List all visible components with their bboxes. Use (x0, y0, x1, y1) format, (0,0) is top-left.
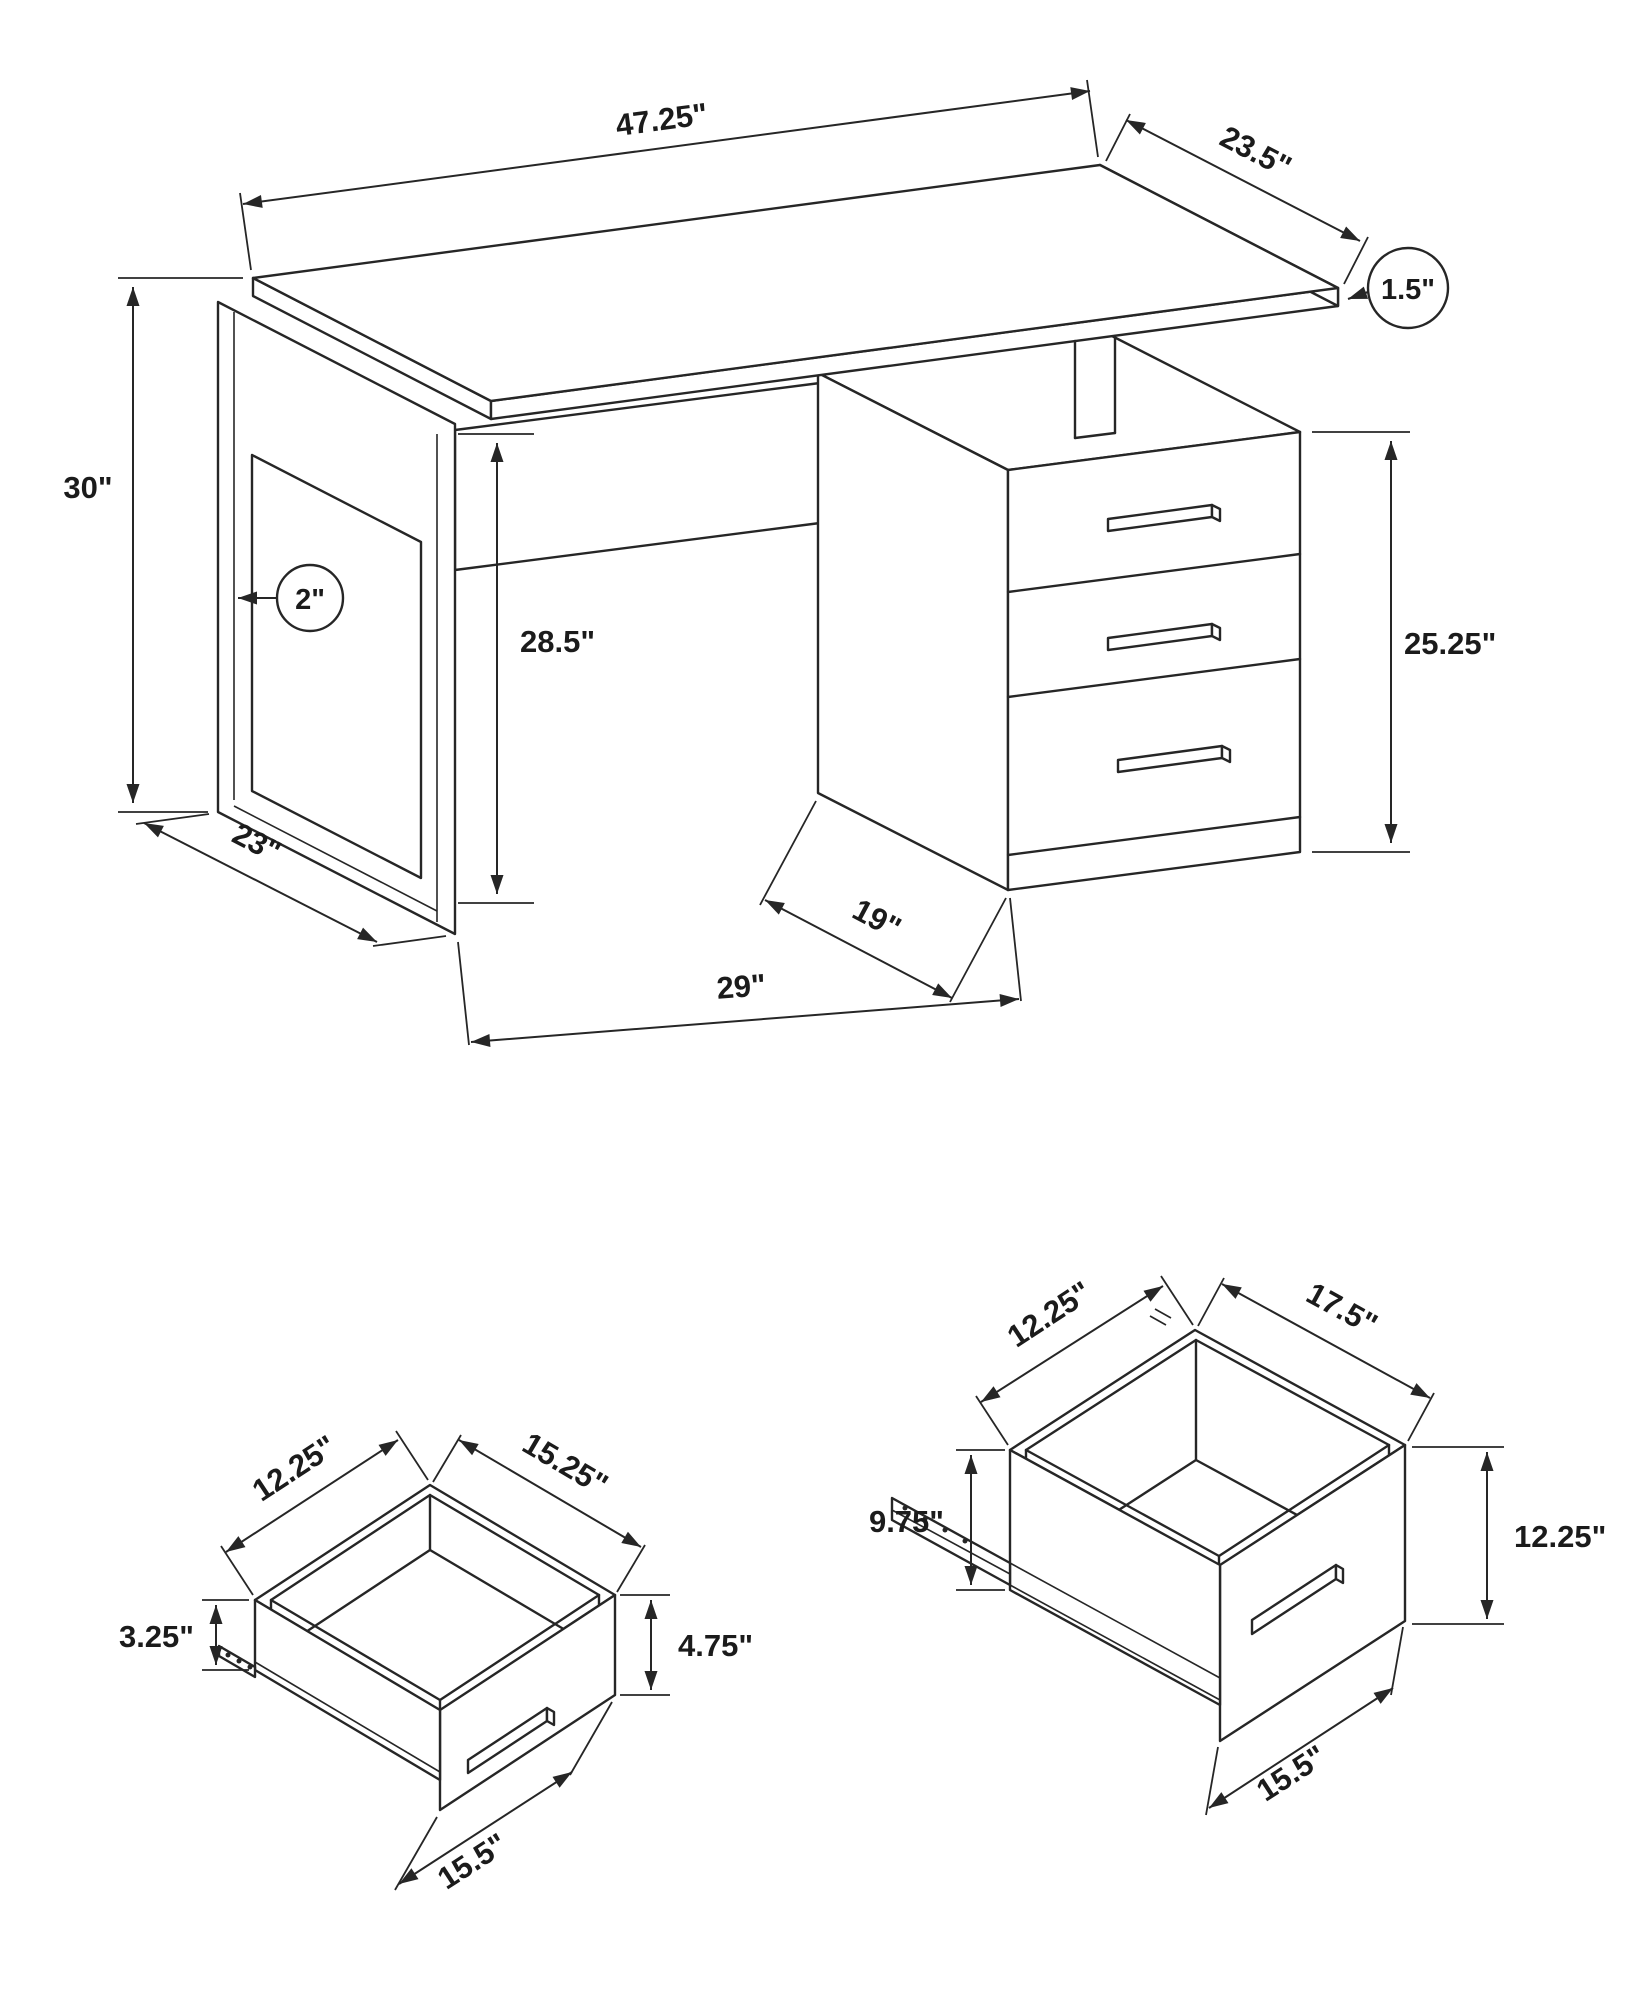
small-drawer-depth-label: 12.25" (246, 1428, 342, 1508)
file-drawer-front-width-label: 15.5" (1250, 1738, 1332, 1808)
small-drawer-dimensions: 12.25" 15.25" 3.25" 4.75" 15.5" (119, 1425, 753, 1896)
ext-line (1160, 1275, 1194, 1326)
desk-width-label: 47.25" (614, 96, 710, 143)
leg-frame-cutout (250, 453, 423, 880)
ext-line (1197, 1277, 1225, 1327)
ext-line (432, 1434, 462, 1483)
drawer-slide-rail (254, 1661, 441, 1773)
drawer-divider (1006, 657, 1302, 699)
desk-height-label: 30" (63, 470, 112, 505)
top-thickness-callout: 1.5" (1347, 246, 1450, 330)
ext-line (759, 800, 817, 906)
bracket-line (1073, 431, 1117, 440)
desk-height-dimension: 30" (63, 277, 243, 813)
ext-line (975, 1395, 1009, 1446)
file-drawer-view: 12.25" 17.5" 9.75" 12.25" 15.5" (869, 1274, 1606, 1816)
mounting-bracket (1073, 334, 1117, 440)
cabinet-front (1006, 430, 1302, 892)
file-drawer-side-height-label: 9.75" (869, 1504, 944, 1539)
rail-clip (1154, 1308, 1172, 1319)
ext-line (395, 1430, 429, 1481)
dim-line (458, 1439, 642, 1548)
ext-line (394, 1816, 438, 1891)
dim-line (225, 1439, 399, 1553)
leg-thickness-label: 2" (295, 584, 325, 616)
file-drawer-width-label: 17.5" (1301, 1275, 1384, 1342)
small-drawer-width-label: 15.25" (517, 1425, 614, 1502)
file-drawer-depth-label: 12.25" (1001, 1274, 1097, 1354)
drawer-handle-end (1210, 622, 1222, 642)
drawer-handle-end (1220, 744, 1232, 764)
drawer-cabinet (816, 333, 1302, 892)
rail-rivet (902, 1505, 908, 1511)
dim-line (1221, 1283, 1431, 1399)
small-drawer-front-height-label: 4.75" (678, 1628, 753, 1663)
top-thickness-label: 1.5" (1381, 274, 1435, 306)
ext-line (372, 935, 447, 947)
dim-line (398, 1771, 573, 1885)
knee-space-dimension: 29" (457, 897, 1022, 1047)
drawer-divider (1006, 552, 1302, 594)
small-drawer-side-height-label: 3.25" (119, 1619, 194, 1654)
rail-rivet (942, 1527, 948, 1533)
cabinet-height-dimension: 25.25" (1312, 431, 1496, 853)
callout-circle (275, 563, 345, 633)
rail-rivet (225, 1652, 231, 1658)
file-drawer-front-height-label: 12.25" (1514, 1519, 1606, 1554)
rail-rivet (962, 1538, 968, 1544)
drawer-slide-rail (1009, 1562, 1221, 1679)
rail-rivet (236, 1658, 242, 1664)
cabinet-depth-label: 19" (847, 892, 907, 946)
dim-line (470, 994, 1020, 1047)
knee-space-label: 29" (715, 967, 767, 1006)
small-drawer-view: 12.25" 15.25" 3.25" 4.75" 15.5" (119, 1425, 753, 1896)
clearance-height-label: 28.5" (520, 624, 595, 659)
ext-line (1009, 897, 1022, 1002)
ext-line (949, 897, 1007, 1003)
ext-line (1343, 236, 1369, 285)
desk-depth-label: 23.5" (1214, 119, 1297, 185)
ext-line (239, 192, 252, 271)
ext-line (1205, 1746, 1219, 1816)
callout-circle (1366, 246, 1450, 330)
dim-line (242, 87, 1091, 208)
ext-line (569, 1701, 613, 1776)
drawer-slide-rail (891, 1509, 1011, 1575)
dim-line (143, 822, 378, 943)
ext-line (457, 941, 470, 1046)
ext-line (616, 1544, 646, 1593)
leader-line (1347, 286, 1369, 300)
desk-assembly-view (216, 163, 1340, 936)
ext-line (1390, 1626, 1404, 1696)
dim-line (980, 1285, 1164, 1403)
ext-line (1407, 1392, 1435, 1442)
clearance-height-dimension: 28.5" (458, 433, 595, 904)
cabinet-height-label: 25.25" (1404, 626, 1496, 661)
rail-rivet (922, 1516, 928, 1522)
dim-line (1125, 119, 1361, 242)
drawer-handle-end (545, 1706, 556, 1727)
dim-line (1208, 1687, 1394, 1809)
ext-line (135, 813, 210, 825)
rail-rivet (247, 1664, 253, 1670)
rail-clip (1149, 1315, 1167, 1326)
drawer-handle-end (1210, 503, 1222, 523)
cabinet-base-line (1006, 815, 1302, 857)
dim-line (764, 899, 953, 999)
ext-line (220, 1545, 254, 1596)
leg-thickness-callout: 2" (238, 563, 345, 633)
drawer-slide-rail (1009, 1584, 1221, 1701)
drawer-handle-end (1334, 1563, 1345, 1585)
